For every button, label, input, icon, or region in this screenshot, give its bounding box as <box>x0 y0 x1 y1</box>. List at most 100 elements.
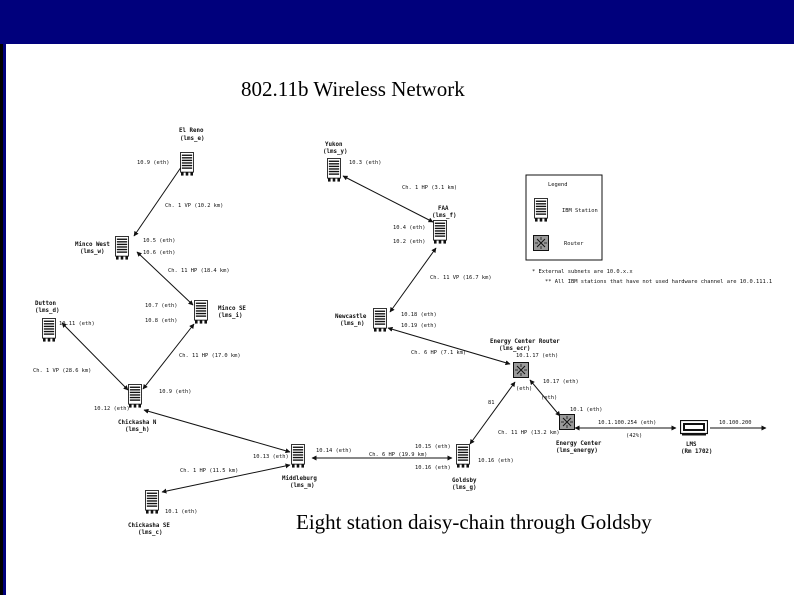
node-goldsby: Goldsby (lms_g) <box>452 444 477 491</box>
node-sub: (lms_n) <box>340 321 364 327</box>
router-icon <box>513 362 529 378</box>
node-name: Yukon <box>325 142 343 148</box>
node-sub: (lms_ecr) <box>499 346 530 352</box>
node-name: Middleburg <box>282 476 317 482</box>
node-sub: (lms_f) <box>432 213 456 219</box>
tower-icon <box>115 236 129 260</box>
link-dutton-chick <box>61 322 129 391</box>
node-name: Chickasha N <box>118 420 157 426</box>
legend-note-2: ** All IBM stations that have not used h… <box>545 279 772 285</box>
label-yukon-ip: 10.3 (eth) <box>349 160 381 166</box>
label-goldsby-ip3: 10.16 (eth) <box>415 465 451 471</box>
node-name: El Reno <box>179 128 204 134</box>
label-dutton-chick-link: Ch. 1 VP (28.6 km) <box>33 368 91 374</box>
slide-caption: Eight station daisy-chain through Goldsb… <box>296 510 652 534</box>
tower-icon <box>42 318 56 342</box>
label-mw-ip1: 10.5 (eth) <box>143 238 175 244</box>
node-name: Minco SE <box>218 306 246 312</box>
label-mw-ip2: 10.6 (eth) <box>143 250 175 256</box>
label-newcastle-ecr-link: Ch. 6 HP (7.1 km) <box>411 350 466 356</box>
label-energy-ip: 10.1 (eth) <box>570 407 602 413</box>
node-sub: (lms_d) <box>35 308 59 314</box>
node-name: Dutton <box>35 301 56 307</box>
tower-icon <box>194 300 208 324</box>
label-energy-lms-pct: (42%) <box>626 433 642 439</box>
legend: Legend IBM Station Router * External sub… <box>525 174 772 285</box>
node-name: LMS <box>686 442 697 448</box>
link-newcastle-ecr <box>387 326 511 366</box>
node-sub: (lms_e) <box>180 136 204 142</box>
tower-icon <box>128 384 142 408</box>
tower-icon <box>456 444 470 468</box>
slide-top-band <box>0 0 794 44</box>
tower-icon <box>180 152 194 176</box>
label-ecr-ip1: 10.17 (eth) <box>543 379 579 385</box>
link-yukon-faa <box>342 175 434 223</box>
label-mid-ip1: 10.13 (eth) <box>253 454 289 460</box>
label-ecr-goldsby-tag: 81 <box>488 400 495 406</box>
link-middleburg-chickse <box>161 463 291 494</box>
router-icon <box>559 414 575 430</box>
label-ecr-ip2: (eth) <box>516 386 532 392</box>
tower-icon <box>534 198 548 222</box>
label-mid-ip2: 10.14 (eth) <box>316 448 352 454</box>
label-ecr-energy-eth: (eth) <box>541 395 557 401</box>
links <box>61 159 767 494</box>
node-lms: LMS (Rm 1702) <box>680 420 712 455</box>
link-ecr-energy <box>529 379 561 417</box>
legend-item-station: IBM Station <box>562 208 598 214</box>
label-mse-chick-link: Ch. 11 HP (17.0 km) <box>179 353 241 359</box>
label-newcastle-ip2: 10.19 (eth) <box>401 323 437 329</box>
node-name: FAA <box>438 206 449 212</box>
slide-left-band <box>0 0 6 595</box>
node-sub: (Rm 1702) <box>681 449 712 455</box>
node-name: Chickasha SE <box>128 523 170 529</box>
slide-title: 802.11b Wireless Network <box>241 77 465 101</box>
tower-icon <box>327 158 341 182</box>
tower-icon <box>145 490 159 514</box>
node-sub: (lms_energy) <box>556 448 598 454</box>
node-chickasha-se: Chickasha SE (lms_c) <box>128 490 170 536</box>
node-dutton: Dutton (lms_d) <box>35 301 59 342</box>
label-faa-newcastle-link: Ch. 11 VP (16.7 km) <box>430 275 492 281</box>
node-ip: 10.1.17 (eth) <box>516 353 558 359</box>
label-goldsby-ip2: 10.16 (eth) <box>478 458 514 464</box>
link-labels: 10.9 (eth) 10.3 (eth) Ch. 1 HP (3.1 km) … <box>33 160 751 515</box>
label-mid-goldsby-link: Ch. 6 HP (19.9 km) <box>369 452 427 458</box>
label-el-reno-ip: 10.9 (eth) <box>137 160 169 166</box>
label-ecr-goldsby-link: Ch. 11 HP (13.2 km) <box>498 430 560 436</box>
label-mse-ip2: 10.8 (eth) <box>145 318 177 324</box>
link-minco-elreno <box>133 159 187 237</box>
node-sub: (lms_m) <box>290 483 314 489</box>
link-mincose-chick <box>142 323 195 390</box>
label-newcastle-ip1: 10.18 (eth) <box>401 312 437 318</box>
legend-item-router: Router <box>564 241 584 247</box>
label-mid-chickse-link: Ch. 1 HP (11.5 km) <box>180 468 238 474</box>
label-faa-ip2: 10.2 (eth) <box>393 239 425 245</box>
label-lms-ext: 10.100.200 <box>719 420 751 426</box>
link-minco-mincose <box>136 251 194 306</box>
node-sub: (lms_c) <box>138 530 162 536</box>
node-el-reno: El Reno (lms_e) <box>179 128 204 176</box>
node-name: Energy Center <box>556 441 602 447</box>
link-ecr-goldsby <box>469 381 516 445</box>
node-name: Newcastle <box>335 314 367 320</box>
slide-left-edge <box>0 44 3 595</box>
node-sub: (lms_y) <box>323 149 347 155</box>
link-chick-middleburg <box>143 408 291 454</box>
node-sub: (lms_w) <box>80 249 104 255</box>
tower-icon <box>373 308 387 332</box>
server-icon <box>680 420 708 436</box>
node-sub: (lms_h) <box>125 427 149 433</box>
node-minco-west: Minco West (lms_w) <box>75 236 129 260</box>
node-energy-center-router: Energy Center Router (lms_ecr) 10.1.17 (… <box>490 339 560 378</box>
node-sub: (lms_i) <box>218 313 242 319</box>
tower-icon <box>291 444 305 468</box>
node-sub: (lms_g) <box>452 485 476 491</box>
label-mw-mse-link: Ch. 11 HP (18.4 km) <box>168 268 230 274</box>
node-name: Energy Center Router <box>490 339 560 345</box>
legend-title: Legend <box>548 182 567 188</box>
node-middleburg: Middleburg (lms_m) <box>282 444 317 489</box>
